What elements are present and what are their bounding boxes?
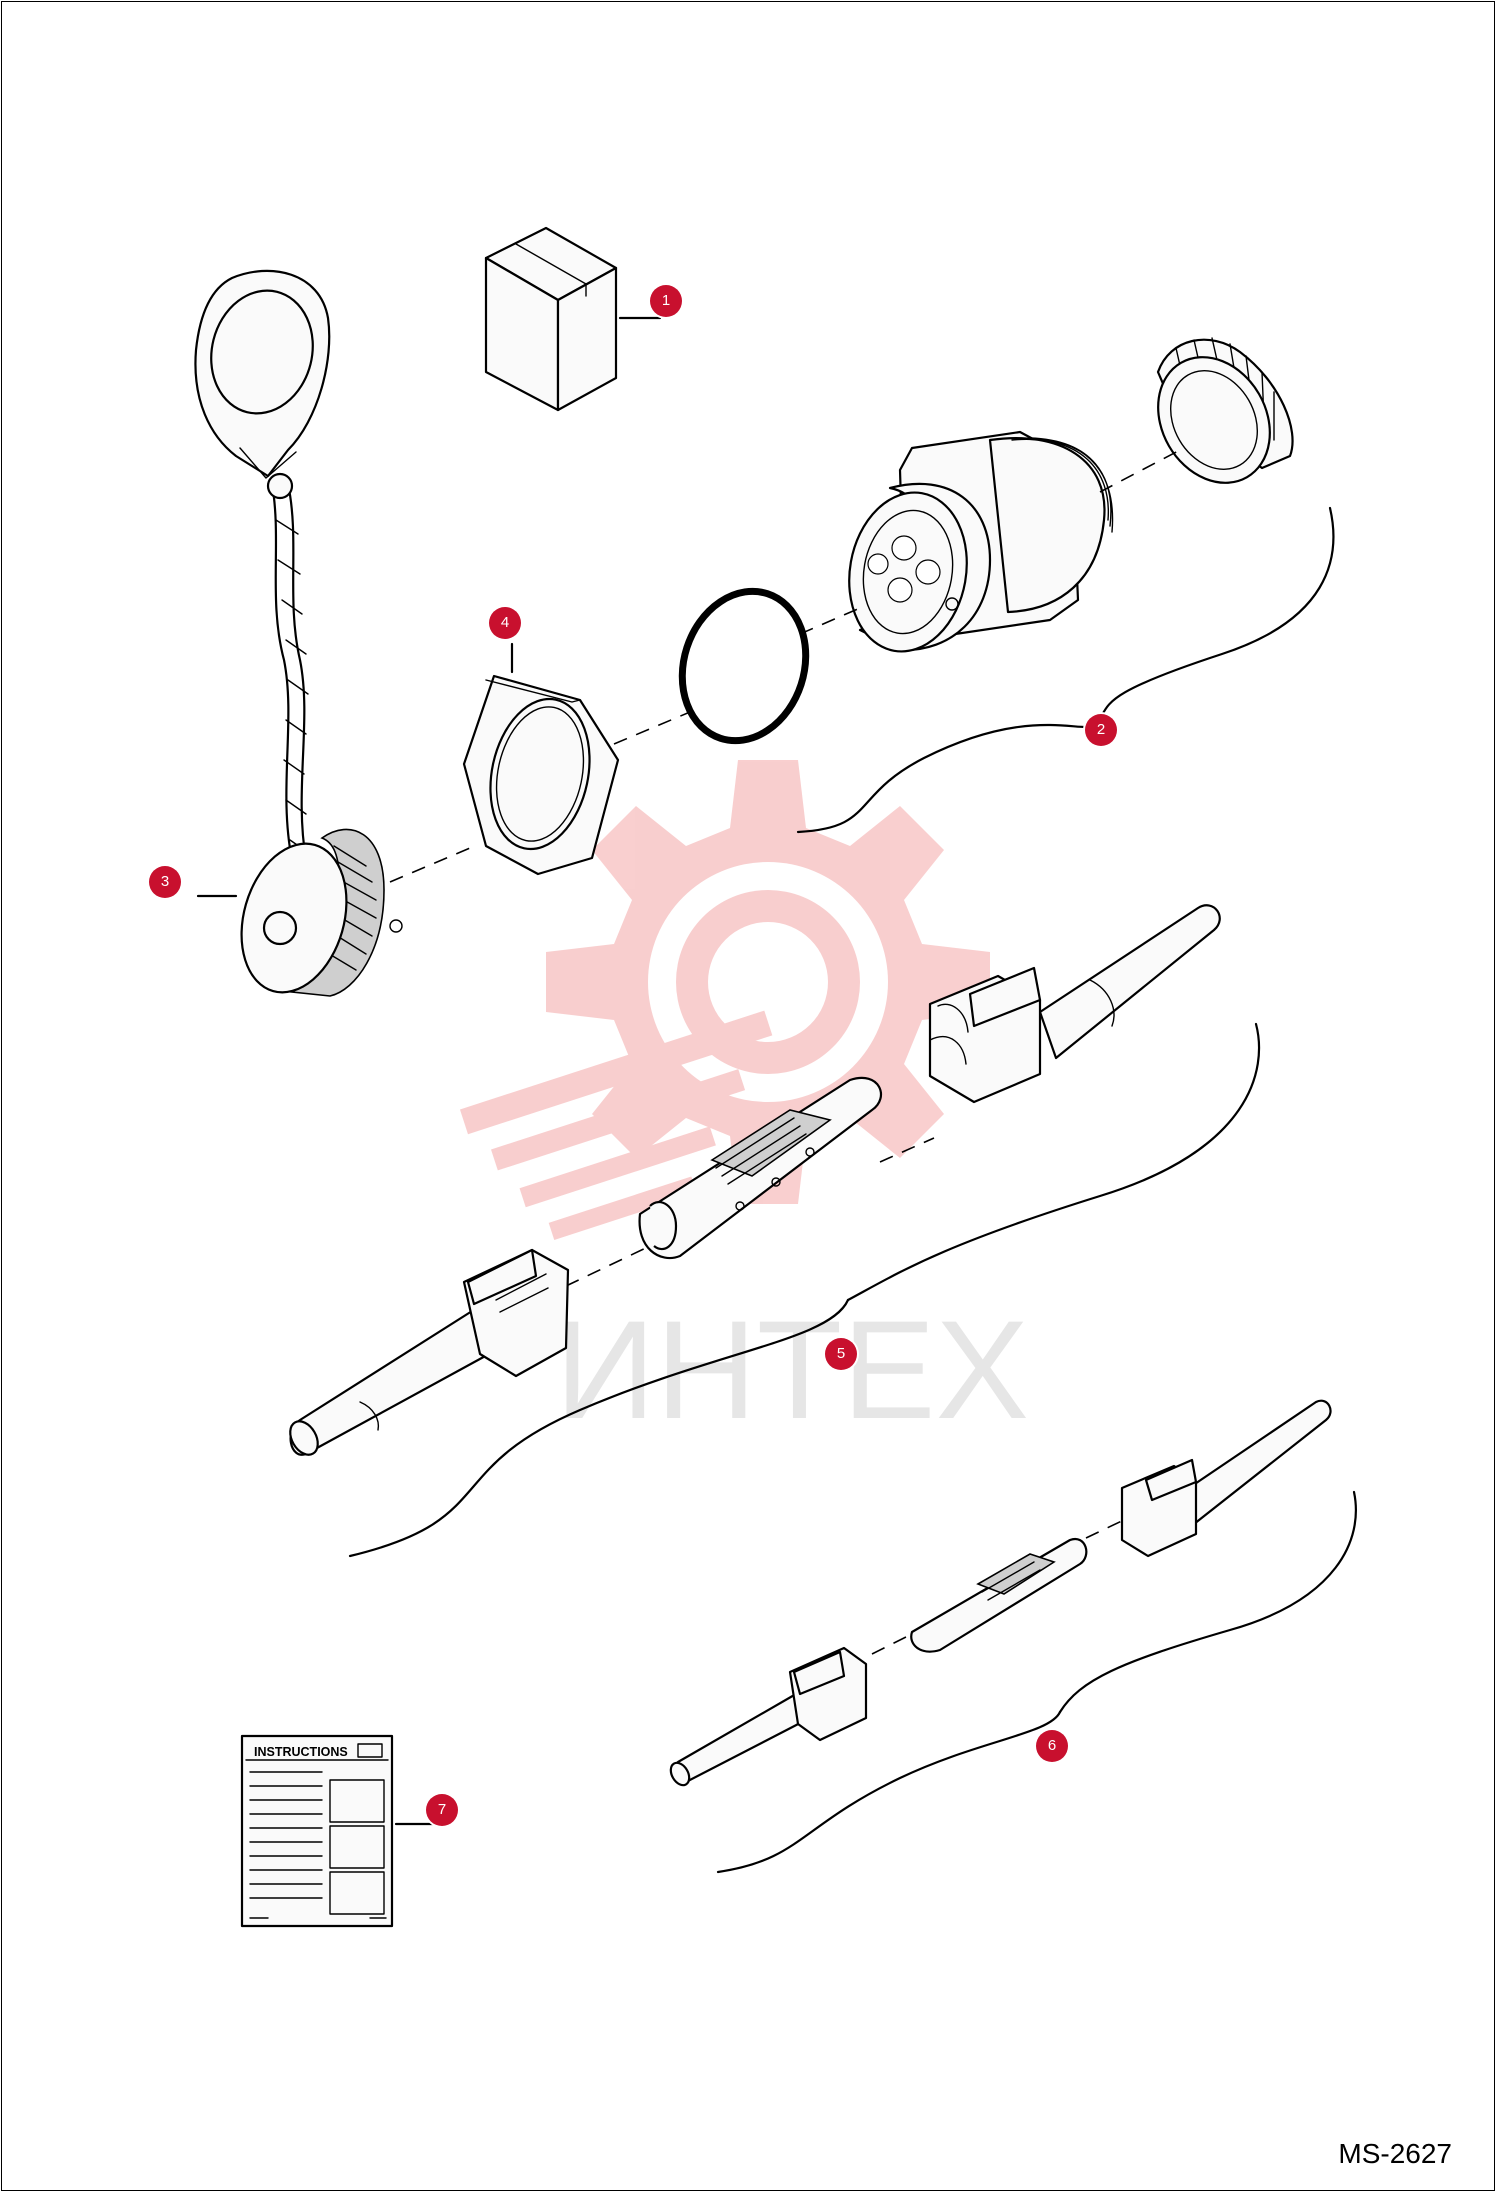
instruction-sheet: INSTRUCTIONS [240, 1734, 442, 1928]
o-ring [678, 587, 810, 745]
drawing-id: MS-2627 [1338, 2138, 1452, 2169]
callout-4[interactable]: 4 [489, 607, 521, 639]
callout-1[interactable]: 1 [650, 285, 682, 317]
receptacle-connector-assembly [796, 337, 1335, 834]
packaging-box [484, 226, 662, 412]
callout-7[interactable]: 7 [426, 1794, 458, 1826]
watermark-gear-logo [459, 760, 990, 1240]
callout-6[interactable]: 6 [1036, 1730, 1068, 1762]
insertion-extraction-tool-large [289, 904, 1261, 1558]
jam-nut [462, 642, 620, 876]
insertion-extraction-tool-small [669, 1399, 1357, 1874]
callout-2[interactable]: 2 [1085, 714, 1117, 746]
dust-cap-with-chain [194, 269, 403, 997]
callout-3[interactable]: 3 [149, 866, 181, 898]
callout-5[interactable]: 5 [825, 1338, 857, 1370]
watermark-text: ИНТЕХ [555, 1291, 1029, 1448]
center-axis-lines [389, 449, 1181, 1655]
instruction-sheet-title: INSTRUCTIONS [254, 1745, 348, 1759]
